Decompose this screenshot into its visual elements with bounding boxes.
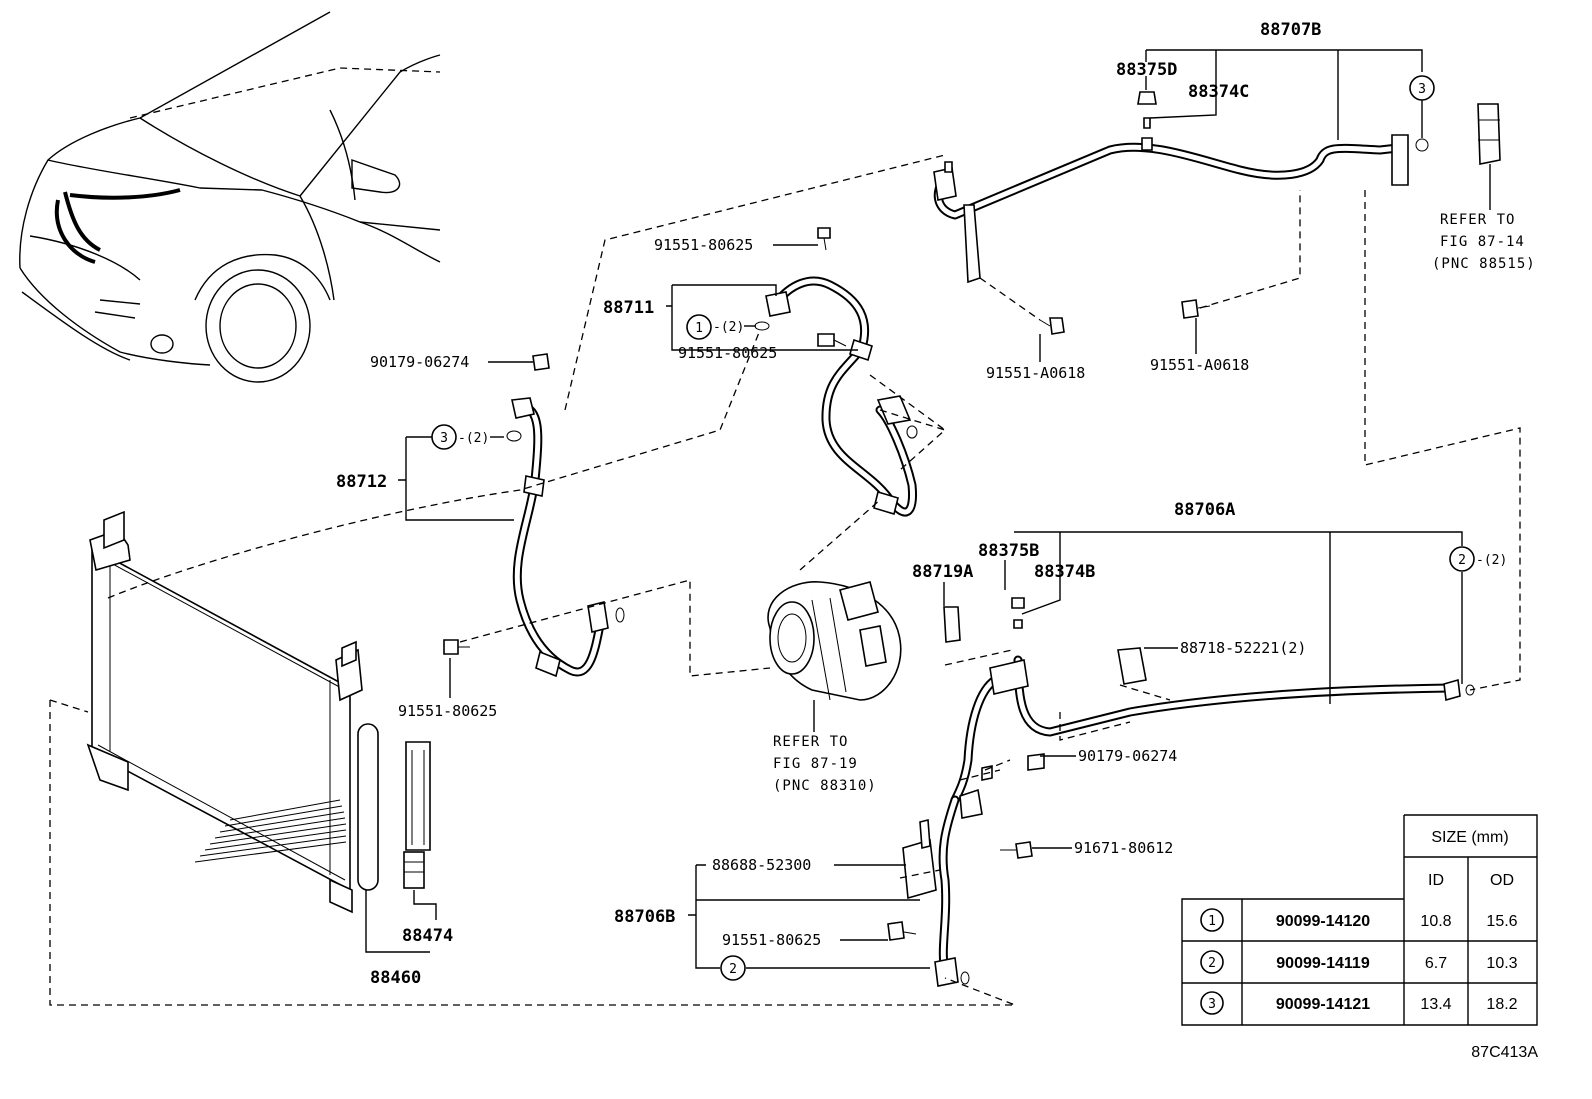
table-row-2-mark: 2 — [1208, 956, 1216, 971]
callout-1-label: 1 — [695, 321, 703, 336]
label-88711: 88711 — [603, 298, 654, 318]
label-91551-80625-low: 91551-80625 — [398, 702, 497, 720]
table-row: 1 90099-14120 10.8 15.6 — [1200, 908, 1518, 932]
callout-2-bottom — [720, 955, 746, 981]
table-row-1-id: 10.8 — [1420, 913, 1451, 930]
table-col-od: OD — [1490, 872, 1514, 889]
refer-fig-87-14-line1: REFER TO — [1440, 212, 1515, 228]
table-row-1-part: 90099-14120 — [1276, 913, 1370, 930]
table-row-3-part: 90099-14121 — [1276, 996, 1370, 1013]
condenser-fins — [194, 799, 347, 863]
condenser-assembly — [86, 510, 431, 914]
label-88707B: 88707B — [1260, 20, 1321, 40]
leader-lines — [365, 49, 1491, 969]
dashed-assembly-lines — [49, 154, 1521, 1006]
pipe-88706B — [902, 765, 993, 987]
refer-fig-87-14-line2: FIG 87-14 — [1440, 234, 1525, 250]
label-88719A: 88719A — [912, 562, 973, 582]
label-91551-A0618-a: 91551-A0618 — [986, 364, 1085, 382]
callout-1 — [686, 314, 712, 340]
hose-88712 — [506, 397, 625, 678]
part-labels: 88707B 88375D 88374C REFER TO FIG 87-14 … — [336, 20, 1536, 988]
label-88718-52221: 88718-52221(2) — [1180, 639, 1306, 657]
figure-code: 87C413A — [1471, 1044, 1538, 1061]
callout-3-top — [1409, 75, 1435, 101]
label-88374B: 88374B — [1034, 562, 1095, 582]
table-row-2-part: 90099-14119 — [1276, 955, 1370, 972]
callout-2-right-label: 2 — [1458, 553, 1466, 568]
label-88374C: 88374C — [1188, 82, 1249, 102]
label-88706A: 88706A — [1174, 500, 1235, 520]
table-row-1-mark: 1 — [1208, 914, 1216, 929]
label-88375B: 88375B — [978, 541, 1039, 561]
table-row: 2 90099-14119 6.7 10.3 — [1200, 950, 1518, 974]
label-88460: 88460 — [370, 968, 421, 988]
label-88474: 88474 — [402, 926, 453, 946]
compressor-illustration — [767, 581, 902, 701]
size-table: SIZE (mm) ID OD 1 90099-14120 10.8 15.6 … — [1181, 814, 1538, 1026]
table-row-2-od: 10.3 — [1486, 955, 1517, 972]
callout-3-top-label: 3 — [1418, 82, 1426, 97]
pipe-88706A — [943, 597, 1475, 805]
fasteners — [443, 227, 1211, 941]
label-88711-qty: -(2) — [713, 320, 744, 335]
callout-2-bottom-label: 2 — [729, 962, 737, 977]
label-88706A-qty: -(2) — [1476, 553, 1507, 568]
table-row-3-mark: 3 — [1208, 997, 1216, 1012]
callout-3-left-label: 3 — [440, 431, 448, 446]
vehicle-illustration — [19, 11, 441, 383]
label-91551-80625-top: 91551-80625 — [654, 236, 753, 254]
table-row-1-od: 15.6 — [1486, 913, 1517, 930]
callout-2-right — [1449, 546, 1475, 572]
label-88712: 88712 — [336, 472, 387, 492]
callout-3-left — [431, 424, 457, 450]
label-88712-qty: -(2) — [458, 431, 489, 446]
label-91551-A0618-b: 91551-A0618 — [1150, 356, 1249, 374]
refer-fig-87-19-line1: REFER TO — [773, 734, 848, 750]
table-row-3-id: 13.4 — [1420, 996, 1451, 1013]
label-91551-80625-bot: 91551-80625 — [722, 931, 821, 949]
hose-88711 — [754, 276, 918, 517]
refer-fig-87-19-line2: FIG 87-19 — [773, 756, 858, 772]
refer-fig-87-14-line3: (PNC 88515) — [1432, 256, 1536, 272]
label-88688-52300: 88688-52300 — [712, 856, 811, 874]
refer-fig-87-19-line3: (PNC 88310) — [773, 778, 877, 794]
table-col-id: ID — [1428, 872, 1444, 889]
label-90179-06274-right: 90179-06274 — [1078, 747, 1177, 765]
table-row-2-id: 6.7 — [1425, 955, 1447, 972]
label-91671-80612: 91671-80612 — [1074, 839, 1173, 857]
label-88706B: 88706B — [614, 907, 675, 927]
label-88375D: 88375D — [1116, 60, 1177, 80]
pipe-88707B — [933, 91, 1501, 284]
table-row-3-od: 18.2 — [1486, 996, 1517, 1013]
label-91551-80625-mid: 91551-80625 — [678, 344, 777, 362]
table-row: 3 90099-14121 13.4 18.2 — [1200, 991, 1518, 1015]
callout-markers: 3 1 3 2 2 — [431, 75, 1475, 981]
label-90179-06274-left: 90179-06274 — [370, 353, 469, 371]
table-size-header: SIZE (mm) — [1431, 829, 1508, 846]
